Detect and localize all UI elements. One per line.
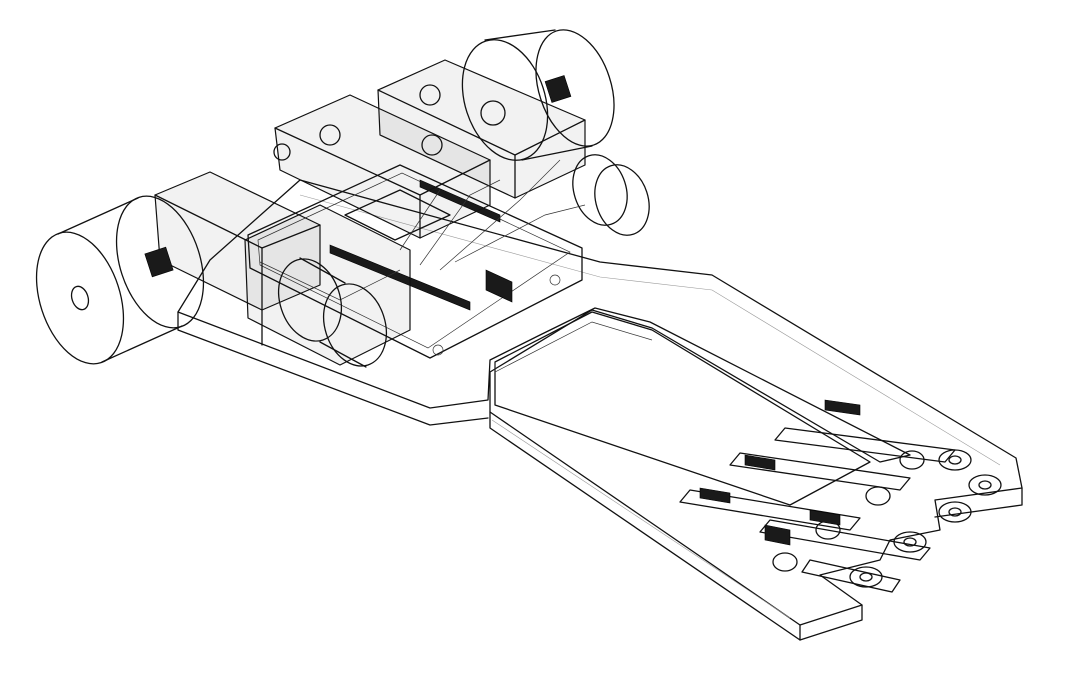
- ir-sensor-eye: [899, 450, 925, 470]
- wheel-right: [461, 29, 615, 161]
- axle-hole: [70, 285, 90, 311]
- caster-wheel-front: [278, 257, 387, 368]
- wheel-left: [35, 195, 205, 365]
- sensor-board: [759, 509, 931, 572]
- sensor-board: [774, 399, 972, 471]
- pin-block: [485, 269, 513, 303]
- chassis-plate: [177, 179, 1023, 641]
- ir-sensor-eye: [772, 552, 798, 572]
- motor-housing-front: [273, 94, 491, 239]
- sensor-array: [679, 399, 1002, 593]
- pin-header: [329, 244, 471, 311]
- sensor-board: [679, 487, 972, 540]
- wire-harness: [399, 159, 586, 271]
- controller-board: [247, 164, 583, 359]
- sensor-board: [764, 524, 901, 593]
- ir-sensor-eye: [865, 486, 891, 506]
- sensor-board: [729, 452, 1002, 506]
- chip: [344, 189, 451, 241]
- motor-housing-rear: [377, 59, 586, 199]
- axle-shaft: [144, 246, 174, 278]
- caster-wheel-rear: [572, 154, 650, 236]
